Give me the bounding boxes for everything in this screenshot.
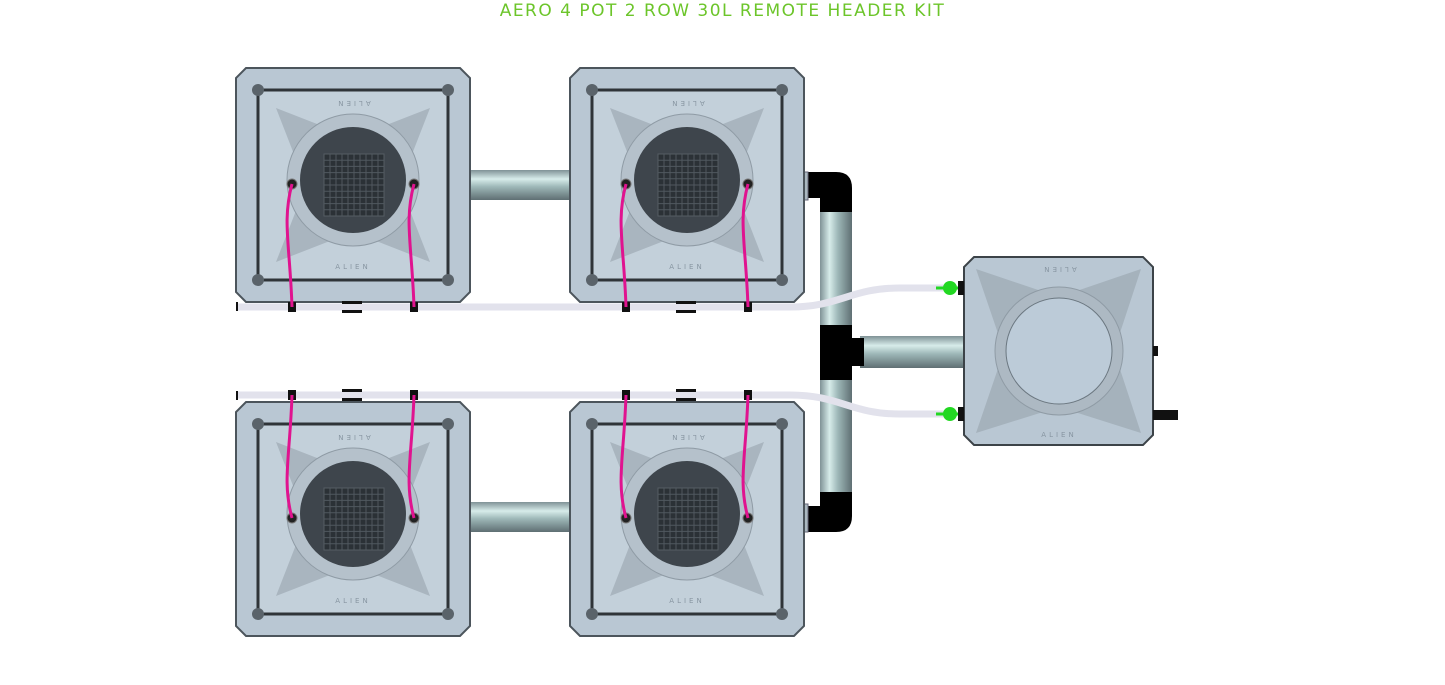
corner-clip	[252, 418, 264, 430]
feed-tube-top	[236, 284, 950, 311]
tube-clip	[342, 389, 362, 392]
grow-pot: ALIEN ALIEN	[569, 67, 805, 303]
pot-logo-top: ALIEN	[669, 99, 704, 107]
drip-line	[285, 183, 294, 308]
tank-logo-bottom: ALIEN	[1041, 431, 1076, 439]
tube-clip	[676, 310, 696, 313]
manifold-pipe-upper	[820, 208, 852, 326]
tube-clip	[342, 398, 362, 401]
tank-port	[1153, 346, 1158, 356]
corner-clip	[586, 418, 598, 430]
elbow-fitting-bottom	[804, 492, 852, 532]
tube-clip	[676, 301, 696, 304]
drip-line	[619, 183, 628, 308]
pipe-bottom-row	[468, 502, 572, 532]
pipe-top-row	[468, 170, 572, 200]
shutoff-valve	[943, 407, 957, 421]
tube-clip	[676, 389, 696, 392]
grow-pot: ALIEN ALIEN	[569, 401, 805, 637]
tube-clip	[676, 398, 696, 401]
diagram-title: AERO 4 POT 2 ROW 30L REMOTE HEADER KIT	[499, 1, 946, 21]
tee-fitting	[820, 325, 864, 380]
corner-clip	[776, 608, 788, 620]
feed-tube-bottom	[236, 391, 950, 418]
tube-clip	[342, 301, 362, 304]
corner-clip	[442, 608, 454, 620]
pot-logo-bottom: ALIEN	[335, 263, 370, 271]
drip-line	[407, 394, 416, 519]
tank-outlet	[1153, 410, 1178, 420]
elbow-fitting-top	[804, 172, 852, 212]
pot-logo-top: ALIEN	[335, 99, 370, 107]
corner-clip	[442, 418, 454, 430]
pot-logo-bottom: ALIEN	[669, 263, 704, 271]
corner-clip	[252, 84, 264, 96]
tube-end-bottom	[236, 391, 238, 400]
shutoff-valve	[943, 281, 957, 295]
tank-lid	[1005, 297, 1113, 405]
grow-pot: ALIEN ALIEN	[235, 67, 471, 303]
corner-clip	[442, 84, 454, 96]
drip-line	[619, 394, 628, 519]
pot-logo-top: ALIEN	[669, 433, 704, 441]
corner-clip	[586, 608, 598, 620]
valve-fitting	[958, 407, 964, 421]
corner-clip	[776, 418, 788, 430]
tank-logo-top: ALIEN	[1041, 265, 1076, 273]
drip-line	[741, 394, 750, 519]
corner-clip	[252, 274, 264, 286]
drip-line	[407, 183, 416, 308]
pipe-to-reservoir	[860, 336, 966, 368]
corner-clip	[776, 274, 788, 286]
pot-logo-bottom: ALIEN	[335, 597, 370, 605]
corner-clip	[586, 274, 598, 286]
tube-end-top	[236, 302, 238, 311]
corner-clip	[586, 84, 598, 96]
valve-fitting	[958, 281, 964, 295]
pot-logo-top: ALIEN	[335, 433, 370, 441]
corner-clip	[776, 84, 788, 96]
corner-clip	[252, 608, 264, 620]
drip-line	[741, 183, 750, 308]
corner-clip	[442, 274, 454, 286]
drip-line	[285, 394, 294, 519]
grow-pot: ALIEN ALIEN	[235, 401, 471, 637]
tube-clip	[342, 310, 362, 313]
pot-logo-bottom: ALIEN	[669, 597, 704, 605]
reservoir-tank: ALIEN ALIEN	[963, 256, 1178, 446]
